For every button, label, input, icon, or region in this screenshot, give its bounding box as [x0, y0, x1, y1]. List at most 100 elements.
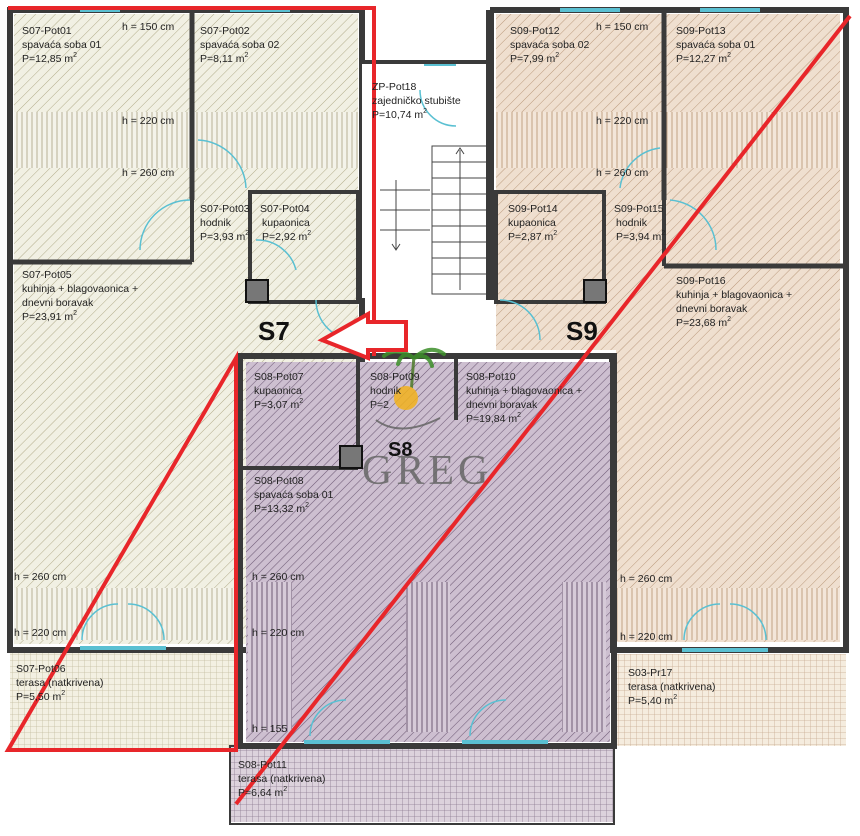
room-area-s08-pot08: P=13,32 m2: [254, 502, 309, 515]
room-name2-s09-pot16: dnevni boravak: [676, 303, 748, 315]
unit-s9: [490, 7, 849, 746]
room-code-s07-pot01: S07-Pot01: [22, 25, 72, 37]
height-label-s8-220: h = 220 cm: [252, 627, 304, 639]
unit-label-s9: S9: [566, 316, 598, 346]
room-name-s07-pot02: spavaća soba 02: [200, 39, 280, 51]
room-area-s09-pot14: P=2,87 m2: [508, 230, 557, 243]
height-label-s8-260: h = 260 cm: [252, 571, 304, 583]
room-area-s08-pot11: P=6,64 m2: [238, 786, 287, 799]
s9-entry-door: [499, 299, 541, 341]
labels-s7: S07-Pot01 spavaća soba 01 P=12,85 m2 S07…: [14, 21, 311, 703]
room-code-s07-pot04: S07-Pot04: [260, 203, 310, 215]
room-name-s07-pot05: kuhinja + blagovaonica +: [22, 283, 138, 295]
room-area-s08-pot10: P=19,84 m2: [466, 412, 521, 425]
stair-steps: [380, 145, 489, 295]
room-name-s07-pot06: terasa (natkrivena): [16, 677, 104, 689]
s8-ceiling-band-mid: [406, 582, 450, 732]
room-area-s07-pot01: P=12,85 m2: [22, 52, 77, 65]
room-name-s08-pot08: spavaća soba 01: [254, 489, 334, 501]
room-name-s09-pot12: spavaća soba 02: [510, 39, 590, 51]
room-area-s08-pot07: P=3,07 m2: [254, 398, 303, 411]
room-name-s03-pr17: terasa (natkrivena): [628, 681, 716, 693]
s9-bath-wall: [494, 190, 606, 304]
room-area-zp-pot18: P=10,74 m2: [372, 108, 427, 121]
room-name2-s08-pot10: dnevni boravak: [466, 399, 538, 411]
s8-ceiling-band-left: [248, 582, 292, 732]
s7-ceiling-band-lower: [14, 588, 234, 640]
height-label-s7-220: h = 220 cm: [122, 115, 174, 127]
room-code-s08-pot11: S08-Pot11: [238, 759, 287, 771]
room-name-s09-pot15: hodnik: [616, 217, 648, 229]
room-area-s09-pot15: P=3,94 m2: [616, 230, 665, 243]
labels-s8: S08-Pot07 kupaonica P=3,07 m2 S08-Pot09 …: [238, 371, 582, 799]
labels-stair: ZP-Pot18 zajedničko stubište P=10,74 m2: [372, 81, 461, 121]
s7-bath-wall: [248, 190, 360, 304]
height-label-s8-155: h = 155: [252, 723, 287, 735]
room-code-s09-pot16: S09-Pot16: [676, 275, 726, 287]
room-name-s07-pot04: kupaonica: [262, 217, 310, 229]
room-area-s07-pot03: P=3,93 m2: [200, 230, 249, 243]
room-name-s08-pot07: kupaonica: [254, 385, 302, 397]
room-code-s08-pot07: S08-Pot07: [254, 371, 304, 383]
s9-terrace-door-l: [683, 603, 721, 641]
room-area-s03-pr17: P=5,40 m2: [628, 694, 677, 707]
room-code-s03-pr17: S03-Pr17: [628, 667, 673, 679]
s9-ceiling-band-upper: [496, 112, 840, 168]
s8-ceiling-band-right: [562, 582, 606, 732]
height-label-s7-220-lower: h = 220 cm: [14, 627, 66, 639]
room-code-s08-pot10: S08-Pot10: [466, 371, 516, 383]
s8-shaft: [339, 445, 363, 469]
stair-door: [419, 89, 457, 127]
s9-cross-line: [234, 14, 852, 806]
room-name-s08-pot09: hodnik: [370, 385, 402, 397]
room-name-s08-pot11: terasa (natkrivena): [238, 773, 326, 785]
unit-label-s8: S8: [388, 439, 412, 461]
s7-terrace: [10, 648, 234, 748]
room-code-s08-pot09: S08-Pot09: [370, 371, 420, 383]
room-name-s09-pot14: kupaonica: [508, 217, 556, 229]
staircase: [362, 10, 494, 300]
room-code-s07-pot03: S07-Pot03: [200, 203, 250, 215]
room-name-s09-pot13: spavaća soba 01: [676, 39, 756, 51]
room-code-s09-pot14: S09-Pot14: [508, 203, 558, 215]
room-name-zp-pot18: zajedničko stubište: [372, 95, 461, 107]
room-area-s07-pot05: P=23,91 m2: [22, 310, 77, 323]
s7-terrace-door-l: [81, 603, 119, 641]
room-area-s09-pot13: P=12,27 m2: [676, 52, 731, 65]
labels-s9: S09-Pot12 spavaća soba 02 P=7,99 m2 S09-…: [508, 21, 792, 707]
red-markup: [4, 6, 852, 806]
height-label-s7-260-lower: h = 260 cm: [14, 571, 66, 583]
s8-door-arc-r: [469, 699, 507, 737]
height-label-s7-260: h = 260 cm: [122, 167, 174, 179]
height-label-s9-260: h = 260 cm: [596, 167, 648, 179]
s9-ceiling-band-lower: [616, 588, 840, 640]
s9-terrace-door-r: [729, 603, 767, 641]
room-code-s08-pot08: S08-Pot08: [254, 475, 304, 487]
stair-wall: [486, 10, 494, 300]
room-area-s09-pot12: P=7,99 m2: [510, 52, 559, 65]
height-label-s9-260-lower: h = 260 cm: [620, 573, 672, 585]
s8-terrace-outline: [229, 745, 615, 825]
room-code-s07-pot06: S07-Pot06: [16, 663, 66, 675]
room-code-s09-pot12: S09-Pot12: [510, 25, 560, 37]
left-arrow-outline-icon: [317, 310, 408, 361]
watermark-text: GREG: [362, 448, 492, 494]
s9-door-arc-1: [619, 147, 661, 189]
room-area-s08-pot09: P=2: [370, 399, 389, 411]
room-area-s09-pot16: P=23,68 m2: [676, 316, 731, 329]
room-name-s09-pot16: kuhinja + blagovaonica +: [676, 289, 792, 301]
s7-door-arc-3: [255, 239, 297, 271]
room-code-s07-pot02: S07-Pot02: [200, 25, 250, 37]
room-name-s07-pot01: spavaća soba 01: [22, 39, 102, 51]
s8-door-arc-l: [309, 699, 347, 737]
s7-door-arc-1: [197, 139, 247, 189]
unit-s8: [229, 353, 617, 825]
s7-terrace-door-r: [127, 603, 165, 641]
height-label-s9-220: h = 220 cm: [596, 115, 648, 127]
s7-ceiling-band-upper: [14, 112, 358, 168]
height-label-s9-220-lower: h = 220 cm: [620, 631, 672, 643]
room-name2-s07-pot05: dnevni boravak: [22, 297, 94, 309]
s9-terrace: [616, 654, 846, 746]
room-area-s07-pot06: P=5,50 m2: [16, 690, 65, 703]
